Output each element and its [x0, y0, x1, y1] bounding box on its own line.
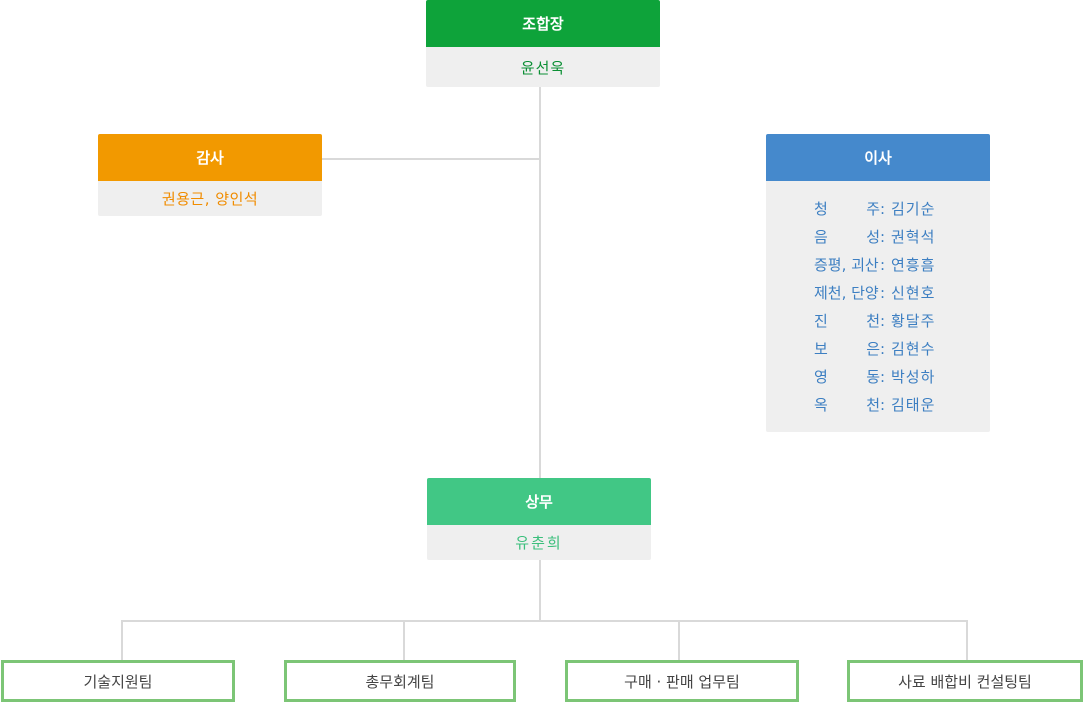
- director-member-region-char: 동: [866, 368, 880, 386]
- director-member-name: 신현호: [891, 284, 936, 302]
- director-member-name: 김현수: [891, 340, 936, 358]
- director-member-region-char: 보: [814, 340, 828, 358]
- director-member-region-char: 성: [866, 228, 880, 246]
- director-member-region-char: 천: [866, 312, 880, 330]
- director-member-separator: :: [880, 368, 886, 386]
- director-member-region: 증평, 괴산: [814, 256, 879, 274]
- director-title: 이사: [766, 134, 990, 181]
- director-member-region: 제천, 단양: [814, 284, 879, 302]
- audit-names: 권용근, 양인석: [98, 181, 322, 216]
- director-member-row: 제천, 단양: 신현호: [766, 279, 990, 307]
- director-member-name: 김태운: [891, 396, 936, 414]
- director-member-row: 증평, 괴산: 연흥흠: [766, 251, 990, 279]
- connector-audit: [322, 158, 540, 160]
- director-member-separator: :: [880, 396, 886, 414]
- chief-title: 조합장: [426, 0, 660, 47]
- director-member-name: 권혁석: [891, 228, 936, 246]
- director-member-separator: :: [880, 284, 886, 302]
- director-member-name: 연흥흠: [891, 256, 936, 274]
- managing-director-node: 상무 유춘희: [427, 478, 651, 560]
- team-general-accounting: 총무회계팀: [284, 660, 516, 702]
- director-member-separator: :: [880, 340, 886, 358]
- director-member-region-char: 청: [814, 200, 828, 218]
- team-purchase-sales: 구매 · 판매 업무팀: [565, 660, 799, 702]
- team-feed-consulting: 사료 배합비 컨설팅팀: [847, 660, 1083, 702]
- director-member-separator: :: [880, 256, 886, 274]
- director-member-region-char: 천: [866, 396, 880, 414]
- connector-team-1: [121, 620, 123, 660]
- director-member-name: 김기순: [891, 200, 936, 218]
- director-member-separator: :: [880, 228, 886, 246]
- connector-teams-bar: [121, 620, 968, 622]
- director-member-region-char: 옥: [814, 396, 828, 414]
- connector-team-3: [678, 620, 680, 660]
- managing-director-name: 유춘희: [427, 525, 651, 560]
- director-member-separator: :: [880, 312, 886, 330]
- managing-director-title: 상무: [427, 478, 651, 525]
- connector-trunk: [539, 87, 541, 478]
- chief-name: 윤선욱: [426, 47, 660, 87]
- director-member-region-char: 영: [814, 368, 828, 386]
- team-technical-support: 기술지원팀: [1, 660, 235, 702]
- director-member-region-char: 음: [814, 228, 828, 246]
- connector-team-4: [966, 620, 968, 660]
- audit-node: 감사 권용근, 양인석: [98, 134, 322, 216]
- director-member-separator: :: [880, 200, 886, 218]
- director-member-region-char: 은: [866, 340, 880, 358]
- chief-node: 조합장 윤선욱: [426, 0, 660, 87]
- director-member-name: 황달주: [891, 312, 936, 330]
- director-member-region-char: 주: [866, 200, 880, 218]
- director-member-region-char: 진: [814, 312, 828, 330]
- director-member-name: 박성하: [891, 368, 936, 386]
- connector-teams-stem: [539, 559, 541, 621]
- audit-title: 감사: [98, 134, 322, 181]
- connector-team-2: [403, 620, 405, 660]
